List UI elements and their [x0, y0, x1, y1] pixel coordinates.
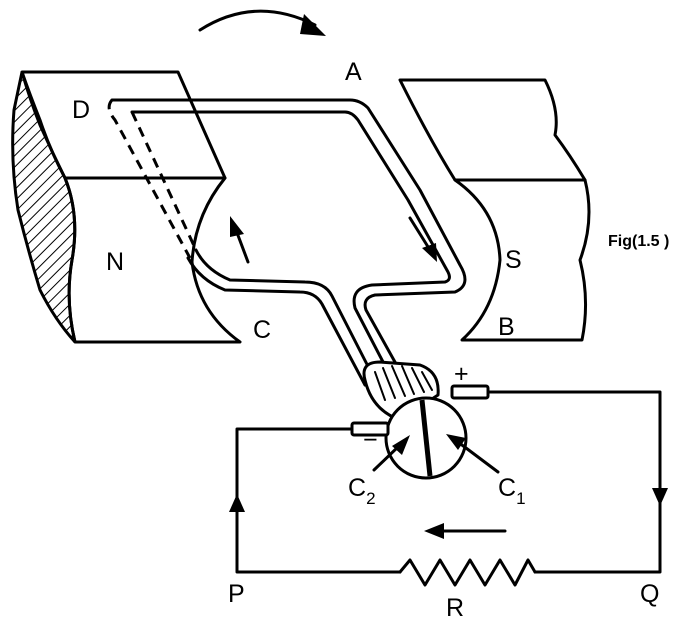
label-N: N: [106, 248, 124, 276]
south-pole: [398, 78, 591, 342]
figure-caption: Fig(1.5 ): [608, 233, 669, 250]
label-plus: +: [454, 360, 469, 388]
circuit-arrow-bottom: [424, 523, 507, 539]
label-P: P: [228, 580, 245, 608]
current-arrow-left: [230, 216, 250, 264]
label-C1: C1: [498, 474, 526, 508]
current-arrow-right: [408, 216, 437, 262]
resistor: [398, 558, 537, 587]
c2-arrow: [372, 435, 410, 472]
label-A: A: [345, 58, 362, 86]
commutator: [362, 360, 468, 480]
c1-arrow: [446, 434, 500, 474]
label-C2: C2: [348, 474, 376, 508]
label-C: C: [253, 316, 271, 344]
circuit-arrow-left: [229, 494, 245, 512]
label-D: D: [72, 96, 90, 124]
label-S: S: [505, 246, 522, 274]
label-R: R: [446, 594, 464, 622]
label-minus: −: [363, 426, 378, 454]
label-B: B: [498, 313, 515, 341]
armature-coil: [107, 98, 467, 387]
label-Q: Q: [640, 580, 659, 608]
circuit-arrow-right: [652, 488, 668, 506]
rotation-arrow: [198, 9, 326, 36]
